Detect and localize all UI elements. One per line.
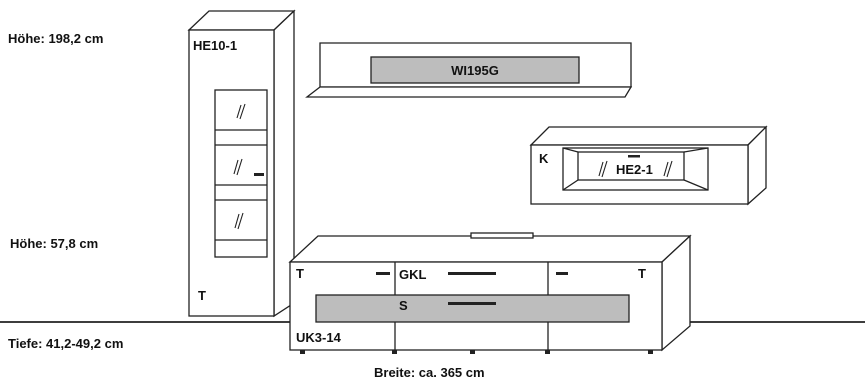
dimension-depth: Tiefe: 41,2-49,2 cm bbox=[8, 336, 124, 351]
lowboard-label-right: T bbox=[638, 266, 646, 281]
lowboard-drawer-bottom-label: S bbox=[399, 298, 408, 313]
dimension-height-tall: Höhe: 198,2 cm bbox=[8, 31, 104, 46]
tall-cabinet-corner-label: T bbox=[198, 288, 206, 303]
hanging-cabinet-code: HE2-1 bbox=[616, 162, 653, 177]
lowboard-drawer-top-label: GKL bbox=[399, 267, 427, 282]
hanging-cabinet-corner-label: K bbox=[539, 151, 549, 166]
wall-shelf-code: WI195G bbox=[451, 63, 499, 78]
wall-shelf-panel bbox=[370, 56, 580, 84]
lowboard bbox=[288, 232, 692, 354]
lowboard-code: UK3-14 bbox=[296, 330, 342, 345]
wall-shelf bbox=[305, 42, 633, 98]
lowboard-label-left: T bbox=[296, 266, 304, 281]
tall-cabinet bbox=[187, 9, 296, 318]
hanging-cabinet bbox=[529, 125, 768, 206]
dimension-height-low: Höhe: 57,8 cm bbox=[10, 236, 99, 251]
lowboard-panel bbox=[315, 294, 630, 323]
dimension-width: Breite: ca. 365 cm bbox=[374, 365, 485, 380]
tall-cabinet-code: HE10-1 bbox=[193, 38, 237, 53]
